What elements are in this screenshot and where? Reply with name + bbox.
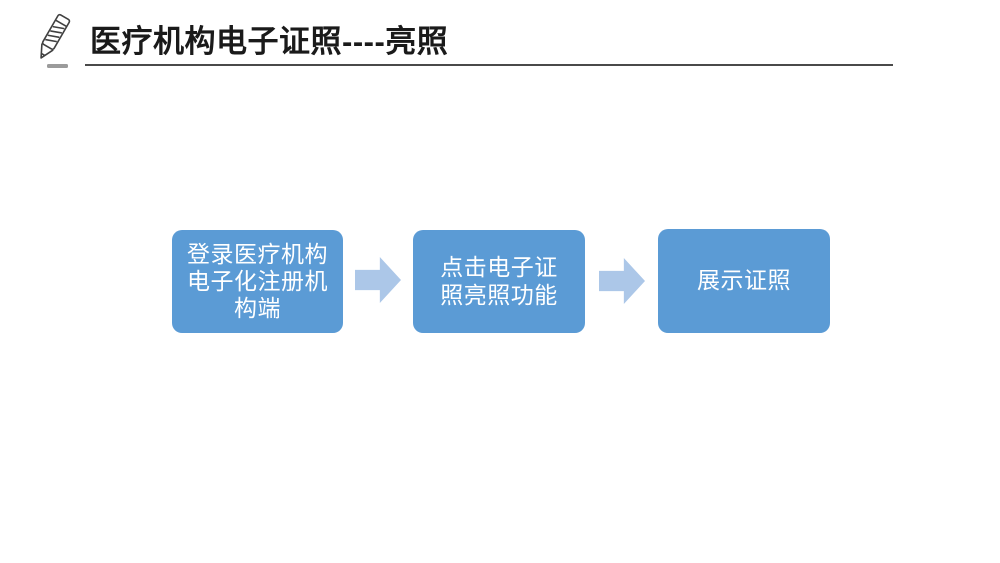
arrow-right-icon <box>355 257 401 303</box>
flow-step-label: 展示证照 <box>697 267 791 294</box>
flow-step-label: 点击电子证照亮照功能 <box>440 254 558 308</box>
title-underline <box>85 64 893 66</box>
flow-step-click-function: 点击电子证照亮照功能 <box>413 230 585 333</box>
pencil-icon <box>30 12 84 70</box>
flow-step-show-certificate: 展示证照 <box>658 229 830 333</box>
arrow-right-icon <box>599 258 645 304</box>
flow-step-login: 登录医疗机构电子化注册机构端 <box>172 230 343 333</box>
page-title: 医疗机构电子证照----亮照 <box>90 24 449 59</box>
flow-step-label: 登录医疗机构电子化注册机构端 <box>187 240 328 322</box>
